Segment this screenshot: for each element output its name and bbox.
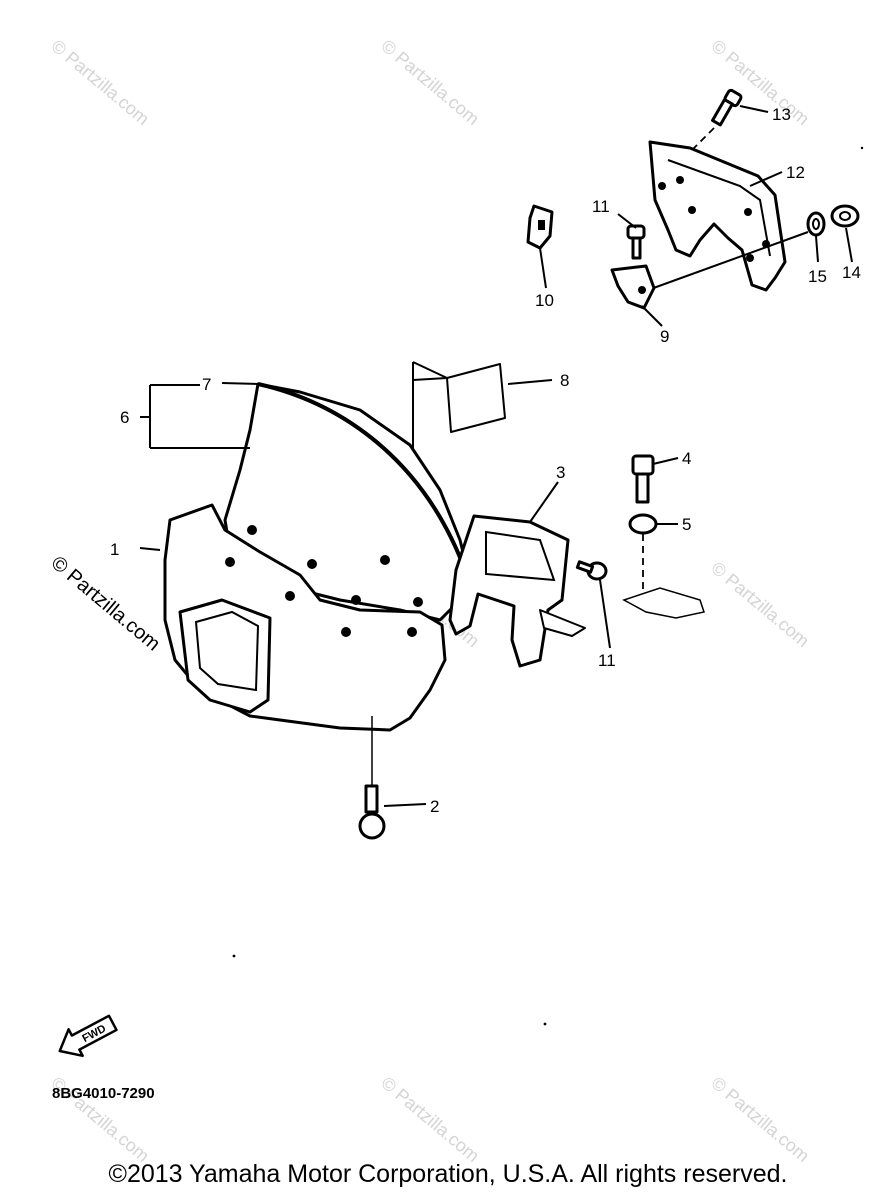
callout-6: 6 — [120, 408, 129, 427]
callouts: 1 2 3 4 5 6 7 8 9 10 11 11 12 13 14 15 — [110, 105, 861, 816]
fwd-arrow-icon: FWD — [58, 1014, 118, 1058]
callout-10: 10 — [535, 291, 554, 310]
part-11-upper-screw — [626, 224, 646, 260]
watermark-dark: © Partzilla.com — [47, 552, 164, 655]
diagram-code: 8BG4010-7290 — [52, 1085, 155, 1102]
watermark: © Partzilla.com — [377, 36, 483, 129]
part-1-fairing — [163, 382, 470, 732]
callout-8: 8 — [560, 371, 569, 390]
callout-9: 9 — [660, 327, 669, 346]
watermark: © Partzilla.com — [707, 1073, 813, 1166]
part-5-nut — [628, 513, 658, 590]
callout-4: 4 — [682, 449, 691, 468]
callout-15: 15 — [808, 267, 827, 286]
mounting-plate — [622, 587, 705, 619]
watermark: © Partzilla.com — [377, 1073, 483, 1166]
part-9-plate — [610, 264, 656, 310]
callout-11-lower: 11 — [598, 651, 616, 670]
part-4-bolt — [631, 454, 655, 504]
part-10-clip — [526, 204, 554, 250]
callout-11-upper: 11 — [592, 197, 610, 216]
callout-1: 1 — [110, 540, 119, 559]
part-14-grommet — [830, 204, 860, 228]
leader-line-9-12 — [647, 231, 809, 291]
part-13-bolt — [689, 88, 743, 153]
callout-2: 2 — [430, 797, 439, 816]
callout-12: 12 — [786, 163, 805, 182]
callout-13: 13 — [772, 105, 791, 124]
leader-lines — [139, 105, 853, 807]
callout-7: 7 — [202, 375, 211, 394]
copyright-notice: ©2013 Yamaha Motor Corporation, U.S.A. A… — [108, 1160, 788, 1188]
watermark: © Partzilla.com — [707, 558, 813, 651]
callout-14: 14 — [842, 263, 861, 282]
part-2-bolt — [358, 716, 386, 840]
watermark: © Partzilla.com — [47, 36, 153, 129]
callout-5: 5 — [682, 515, 691, 534]
part-11-lower-screw — [575, 560, 608, 581]
part-3-stay — [448, 514, 586, 668]
scan-specks — [232, 146, 864, 1026]
callout-3: 3 — [556, 463, 565, 482]
part-15-collar — [806, 211, 826, 237]
part-12-bracket — [648, 140, 787, 292]
